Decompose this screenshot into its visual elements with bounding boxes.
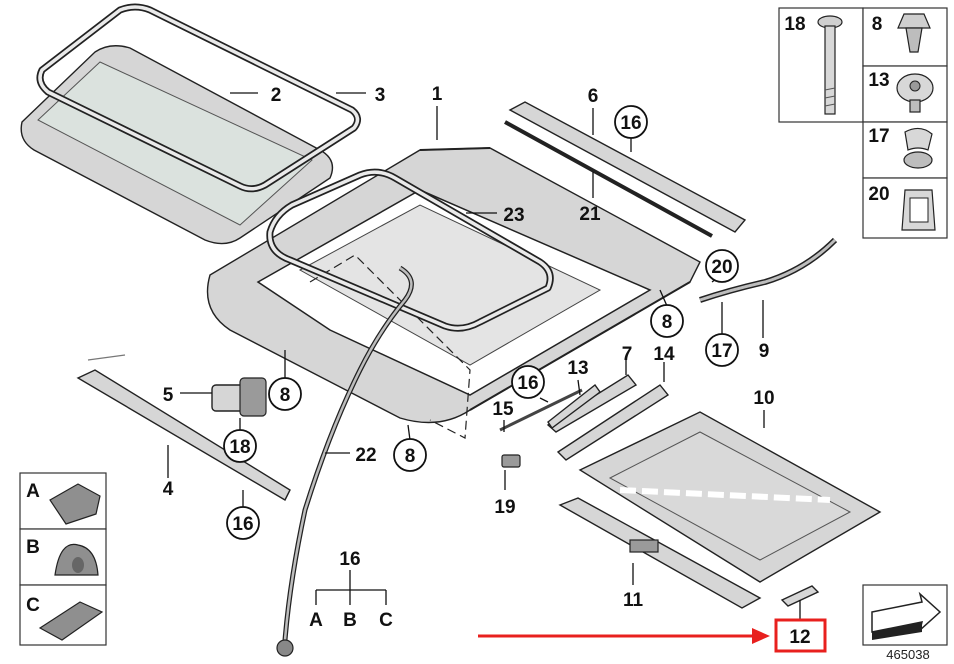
variant-root-label: 16 [339,549,360,570]
end-cap-c-icon [38,601,104,641]
trim-rail-part[interactable] [76,354,291,501]
glass-seal-part[interactable] [36,3,361,193]
highlight-box-12[interactable]: 12 [774,618,827,653]
label-22: 22 [355,445,376,466]
label-1: 1 [432,84,443,105]
drain-area-dashed [309,254,471,439]
variant-legend-c: C [26,595,40,616]
label-13: 13 [567,358,588,379]
variant-a-label: A [309,610,323,631]
expansion-nut-icon [897,13,931,53]
label-23: 23 [503,205,524,226]
bolt-icon [817,15,843,115]
label-16-rail: 16 [232,514,253,535]
legend-20-label: 20 [868,184,889,205]
leader-lines [167,92,801,620]
label-5: 5 [163,385,174,406]
diagram-number: 465038 [886,647,929,662]
label-19: 19 [494,497,515,518]
variant-tree: 16 A B C [309,549,393,631]
guide-rail-part[interactable] [546,374,638,433]
label-7: 7 [622,344,633,365]
frame-seal-part[interactable] [266,168,554,332]
clamp-clip-icon [901,189,936,231]
label-4: 4 [163,479,174,500]
orientation-icon [862,584,948,646]
variant-b-label: B [343,610,357,631]
variant-legend-a: A [26,481,40,502]
end-cap-a-icon [49,483,101,525]
clip-rail-part[interactable] [547,383,601,430]
label-16-deflector: 16 [620,113,641,134]
label-18: 18 [229,437,250,458]
label-8-bottom: 8 [405,446,416,467]
label-16-guide: 16 [517,373,538,394]
label-17: 17 [711,341,732,362]
label-8-right: 8 [662,312,673,333]
label-9: 9 [759,341,770,362]
cable-guide-part[interactable] [556,384,670,461]
legend-18-label: 18 [784,14,805,35]
legend-8-label: 8 [872,14,883,35]
legend-13-label: 13 [868,70,889,91]
hose-clip-icon [903,127,933,169]
circled-labels: 16 20 8 17 8 8 18 16 16 [223,105,739,540]
drain-hose-rear-part[interactable] [276,265,414,657]
highlight-arrow [478,628,770,644]
legend-17-label: 17 [868,126,889,147]
drive-motor-part[interactable] [211,377,267,417]
label-15: 15 [492,399,514,420]
bracket-part[interactable] [499,388,583,432]
label-3: 3 [375,85,386,106]
sunroof-frame-part[interactable] [206,147,701,424]
label-11: 11 [623,590,644,611]
clip-12-part[interactable] [780,585,820,607]
screw-icon [896,73,934,113]
label-20: 20 [711,257,732,278]
variant-legend: A B C [19,472,107,646]
label-10: 10 [753,388,774,409]
fastener-legend: 18 8 13 17 20 [778,7,948,239]
variant-c-label: C [379,610,393,631]
deflector-seal-part[interactable] [504,120,713,238]
end-cap-b-icon [54,543,99,576]
wind-deflector-part[interactable] [508,101,747,233]
label-21: 21 [579,204,601,225]
buffer-part[interactable] [501,454,521,468]
sunblind-part[interactable] [578,411,882,583]
sunblind-handle-part[interactable] [558,497,762,609]
label-2: 2 [271,85,282,106]
part-labels: 2 3 1 23 6 21 9 5 4 22 7 14 15 19 13 10 … [163,84,775,611]
drain-hose-front-part[interactable] [699,237,838,303]
label-6: 6 [588,86,599,107]
label-12: 12 [789,627,810,648]
variant-legend-b: B [26,537,40,558]
label-14: 14 [653,344,675,365]
label-8-left: 8 [280,385,291,406]
